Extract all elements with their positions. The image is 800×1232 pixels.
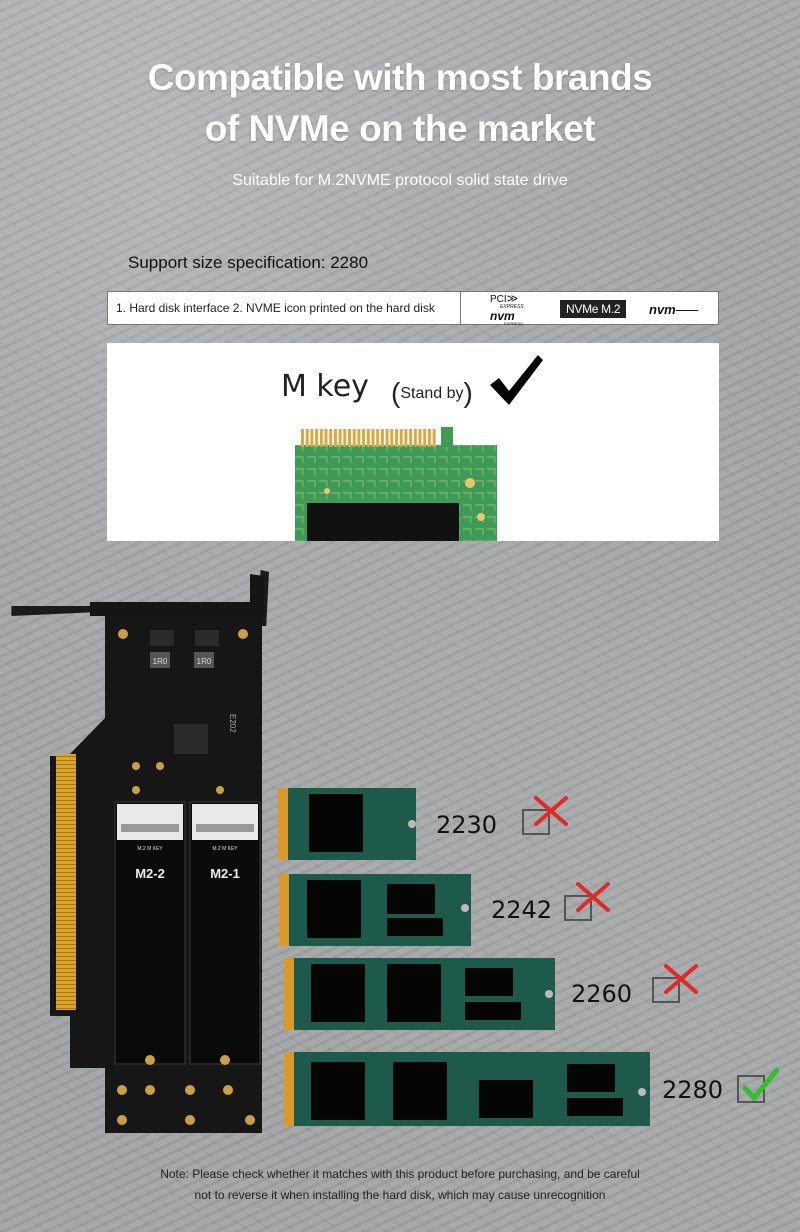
nvme-m2-badge: NVMe M.2 (560, 300, 627, 318)
size-label-2280: 2280 (662, 1076, 724, 1104)
cross-icon (652, 964, 698, 1003)
pcie-gold-fingers (56, 754, 76, 1010)
pci-logo-text: PCI (490, 294, 507, 305)
ssd-2280 (284, 1052, 650, 1126)
nvm-logo-text: nvm (490, 309, 515, 323)
size-label-2260: 2260 (571, 980, 633, 1008)
nvm-logo-2-text: nvm (649, 302, 676, 317)
inductor-label-1: 1R0 (153, 657, 168, 666)
checkmark-icon (490, 355, 543, 405)
size-label-2242: 2242 (491, 896, 553, 924)
cross-icon (522, 796, 568, 835)
size-label-2230: 2230 (436, 811, 498, 839)
interface-text: 1. Hard disk interface 2. NVME icon prin… (108, 292, 461, 324)
mkey-connector-image (295, 427, 497, 541)
note-line-2: not to reverse it when installing the ha… (194, 1188, 606, 1202)
pci-logo-sub: EXPRESS (500, 304, 524, 310)
pci-express-logo: PCI≫ EXPRESS nvm EXPRESS (490, 293, 524, 326)
mkey-label: M key (281, 369, 369, 404)
standby-label: (Stand by) (391, 377, 473, 408)
slot-label-m2-2: M2-2 (135, 866, 165, 881)
connector-label-2: M.2 M KEY (212, 846, 238, 852)
ssd-2260 (284, 958, 555, 1030)
ssd-2242 (279, 874, 471, 946)
ssd-2230 (278, 788, 416, 860)
nvm-express-logo: nvm (649, 301, 698, 319)
interface-bar: 1. Hard disk interface 2. NVME icon prin… (107, 291, 719, 326)
slot-label-m2-1: M2-1 (210, 866, 240, 881)
pcie-adapter-card: M.2 M KEY M.2 M KEY M2-2 M2-1 1R0 1R0 E2… (11, 570, 270, 1133)
cross-icon (564, 882, 610, 921)
headline-line-2: of NVMe on the market (204, 108, 596, 149)
ssd-size-comparison (278, 788, 650, 1126)
check-icon (737, 1067, 780, 1103)
nvm-logo-express: EXPRESS (504, 321, 523, 326)
board-code: E202 (228, 714, 237, 733)
connector-label-1: M.2 M KEY (137, 846, 163, 852)
subtitle: Suitable for M.2NVME protocol solid stat… (232, 172, 568, 189)
headline-line-1: Compatible with most brands (147, 57, 653, 98)
inductor-label-2: 1R0 (197, 657, 212, 666)
support-size-label: Support size specification: 2280 (128, 253, 369, 272)
mkey-panel: M key (Stand by) (107, 343, 719, 541)
purchase-note: Note: Please check whether it matches wi… (0, 1164, 800, 1206)
note-line-1: Note: Please check whether it matches wi… (160, 1167, 640, 1181)
